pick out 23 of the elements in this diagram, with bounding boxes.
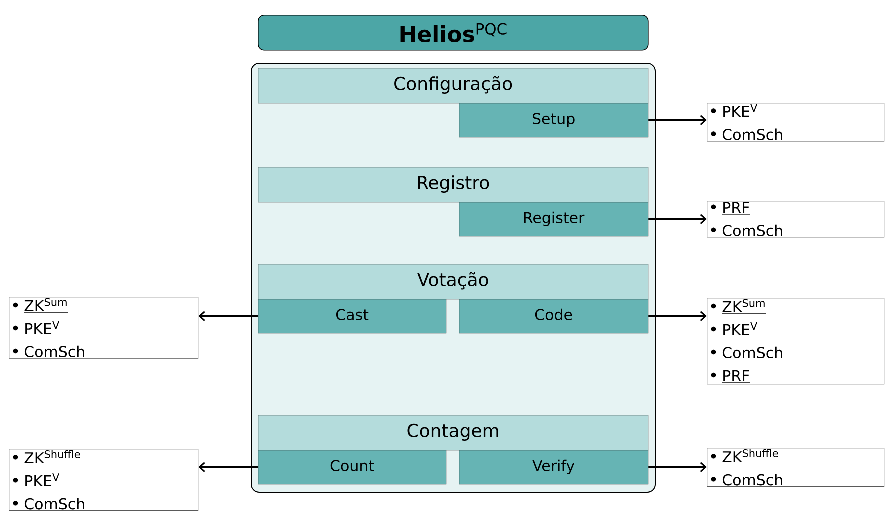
action-box: Cast: [258, 299, 447, 334]
arrow: [198, 311, 258, 322]
title-banner: Helios$^{PQC}$: [258, 15, 649, 51]
primitive-list: ZK$^{Sum}$ PKE$^{V}$ ComSch PRF: [707, 298, 885, 385]
arrow: [648, 115, 707, 126]
arrow: [648, 462, 707, 472]
action-box: Verify: [459, 450, 649, 485]
primitive-list: ZK$^{Shuffle}$ PKE$^{V}$ ComSch: [9, 449, 199, 511]
action-box: Setup: [459, 103, 649, 138]
arrow: [648, 214, 707, 224]
phase-header: Registro: [258, 167, 649, 203]
phase-header: Contagem: [258, 415, 649, 451]
primitive-list: PKE$^{V}$ ComSch: [707, 103, 885, 142]
arrow: [648, 311, 707, 322]
primitive-list: ZK$^{Sum}$ PKE$^{V}$ ComSch: [9, 297, 199, 359]
arrow: [198, 462, 258, 472]
action-box: Code: [459, 299, 649, 334]
action-box: Count: [258, 450, 447, 485]
primitive-list: PRF ComSch: [707, 201, 885, 238]
phase-header: Configuração: [258, 68, 649, 104]
phase-header: Votação: [258, 264, 649, 300]
primitive-list: ZK$^{Shuffle}$ ComSch: [707, 448, 885, 487]
action-box: Register: [459, 202, 649, 237]
